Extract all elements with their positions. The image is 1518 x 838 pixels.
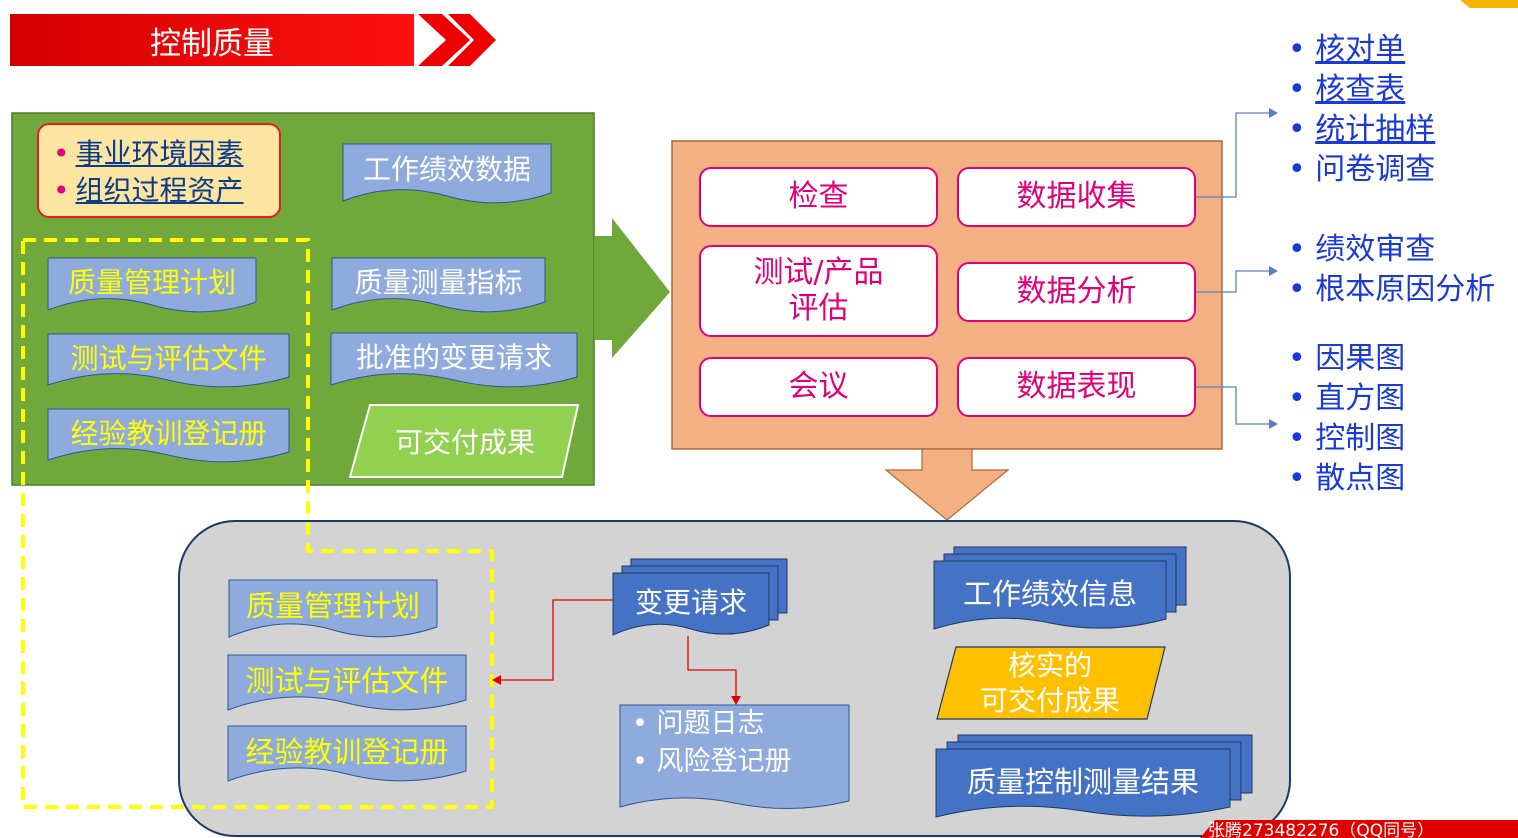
tool-data-gathering[interactable]: 数据收集 xyxy=(957,167,1196,227)
data-analysis-list: • 绩效审查 • 根本原因分析 xyxy=(1288,230,1516,310)
link-env-factors[interactable]: 事业环境因素 xyxy=(75,137,244,170)
list-item: • 直方图 xyxy=(1288,381,1406,416)
doc-stack-qc-results xyxy=(935,734,1253,818)
bullet-icon: • xyxy=(53,137,70,170)
link-checklist[interactable]: 核对单 xyxy=(1315,32,1406,67)
quality-metrics: 质量测量指标 xyxy=(354,266,523,299)
arrowhead-icon xyxy=(1269,419,1278,429)
tool-testing-line1: 测试/产品 xyxy=(753,255,884,290)
cause-effect-label: 因果图 xyxy=(1315,341,1406,376)
doc-shape-lessons xyxy=(47,408,290,463)
tool-data-analysis[interactable]: 数据分析 xyxy=(957,262,1196,322)
lessons-register-output: 经验教训登记册 xyxy=(245,735,449,769)
risk-register-label: 风险登记册 xyxy=(656,746,792,777)
arrowhead-icon xyxy=(492,675,501,685)
qc-measurements-output: 质量控制测量结果 xyxy=(966,765,1199,799)
title-banner xyxy=(10,14,414,66)
doc-shape-metrics xyxy=(331,257,546,313)
data-gathering-list: • 核对单 • 核查表 • 统计抽样 • 问卷调查 xyxy=(1288,30,1516,190)
tool-testing-line2: 评估 xyxy=(788,291,849,326)
deliverables: 可交付成果 xyxy=(394,426,535,459)
chevron-right-icon xyxy=(418,14,496,66)
page-title: 控制质量 xyxy=(150,25,274,62)
doc-stack-work-perf-info xyxy=(933,546,1187,630)
control-chart-label: 控制图 xyxy=(1315,421,1406,456)
tool-meetings[interactable]: 会议 xyxy=(699,357,938,417)
work-performance-info-output: 工作绩效信息 xyxy=(962,577,1137,611)
list-item: • 散点图 xyxy=(1288,461,1406,496)
approved-change-requests: 批准的变更请求 xyxy=(355,341,552,374)
qm-plan-output: 质量管理计划 xyxy=(245,589,420,623)
list-item: • 风险登记册 xyxy=(632,746,792,777)
scatter-label: 散点图 xyxy=(1315,461,1406,496)
corner-accent xyxy=(1460,0,1518,8)
link-check-sheet[interactable]: 核查表 xyxy=(1315,72,1406,107)
test-docs-output: 测试与评估文件 xyxy=(245,664,449,698)
tools-arrow xyxy=(884,448,1010,521)
list-item[interactable]: • 核查表 xyxy=(1288,72,1406,107)
qm-plan-input: 质量管理计划 xyxy=(67,266,236,299)
list-item: • 控制图 xyxy=(1288,421,1406,456)
questionnaire-label: 问卷调查 xyxy=(1315,152,1436,187)
update-loop xyxy=(21,238,494,809)
list-item[interactable]: • 核对单 xyxy=(1288,32,1406,67)
arrowhead-icon xyxy=(731,696,741,705)
lessons-register-input: 经验教训登记册 xyxy=(70,417,267,450)
doc-shape-out-test-docs xyxy=(227,654,467,711)
list-item[interactable]: •组织过程资产 xyxy=(53,172,279,209)
tool-data-representation[interactable]: 数据表现 xyxy=(957,357,1196,417)
deliverables-shape xyxy=(348,404,580,478)
list-item: • 问卷调查 xyxy=(1288,152,1436,187)
list-item[interactable]: • 统计抽样 xyxy=(1288,112,1436,147)
footer-banner xyxy=(1200,820,1518,838)
arrowhead-icon xyxy=(1269,266,1278,276)
doc-shape-out-qm-plan xyxy=(228,579,438,638)
issue-risk-list: • 问题日志 • 风险登记册 xyxy=(620,705,850,781)
verified-deliverables-output: 核实的 可交付成果 xyxy=(945,647,1155,719)
change-request-connectors xyxy=(500,599,737,700)
doc-shape-issue-log xyxy=(619,704,850,810)
doc-shape-qm-plan xyxy=(47,257,257,313)
arrowhead-icon xyxy=(1269,108,1278,118)
tool-list-connectors xyxy=(1196,112,1270,425)
root-cause-label: 根本原因分析 xyxy=(1315,272,1496,307)
doc-shape-out-lessons xyxy=(227,725,467,782)
issue-log-label: 问题日志 xyxy=(656,708,765,739)
verified-deliverables-shape xyxy=(936,646,1166,720)
data-representation-list: • 因果图 • 直方图 • 控制图 • 散点图 xyxy=(1288,339,1516,499)
doc-shape-approved-cr xyxy=(330,332,578,388)
test-docs-input: 测试与评估文件 xyxy=(70,342,267,375)
footer-credit: 张腾273482276（QQ同号） xyxy=(1208,822,1435,838)
doc-shape-work-data xyxy=(342,143,552,204)
link-statistical-sampling[interactable]: 统计抽样 xyxy=(1315,112,1436,147)
verified-line1: 核实的 xyxy=(1007,649,1092,682)
list-item[interactable]: •事业环境因素 xyxy=(53,135,279,172)
link-org-assets[interactable]: 组织过程资产 xyxy=(75,174,244,207)
work-performance-data: 工作绩效数据 xyxy=(362,153,531,186)
doc-shape-test-docs xyxy=(47,333,290,388)
tool-inspection[interactable]: 检查 xyxy=(699,167,938,227)
tool-testing[interactable]: 测试/产品 评估 xyxy=(699,245,938,337)
list-item: • 根本原因分析 xyxy=(1288,272,1496,307)
list-item: • 绩效审查 xyxy=(1288,232,1436,267)
env-factors-box: •事业环境因素 •组织过程资产 xyxy=(37,123,281,218)
verified-line2: 可交付成果 xyxy=(979,684,1120,717)
inputs-arrow xyxy=(594,218,670,358)
histogram-label: 直方图 xyxy=(1315,381,1406,416)
change-requests-output: 变更请求 xyxy=(634,586,747,619)
list-item: • 因果图 xyxy=(1288,341,1406,376)
doc-stack-change-requests xyxy=(612,558,788,636)
bullet-icon: • xyxy=(53,174,70,207)
performance-review-label: 绩效审查 xyxy=(1315,232,1436,267)
list-item: • 问题日志 xyxy=(632,708,765,739)
